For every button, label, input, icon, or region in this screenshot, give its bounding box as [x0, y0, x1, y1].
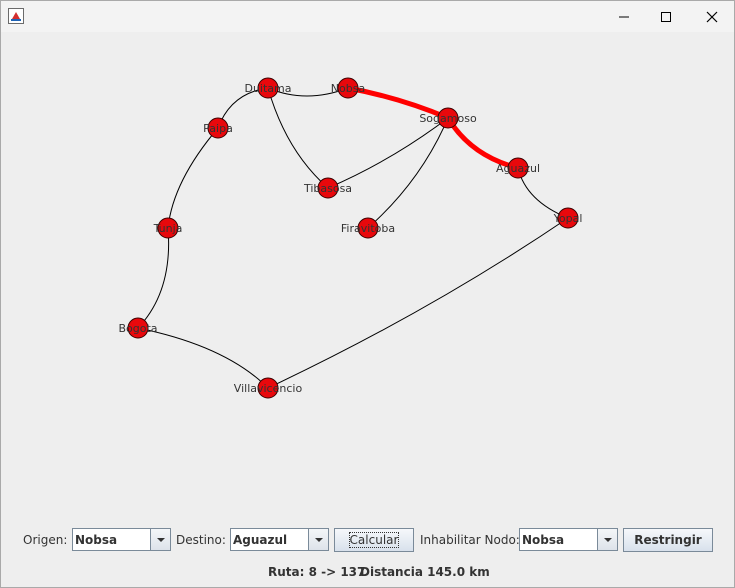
node-label: Firavitoba [341, 222, 395, 235]
node-aguazul[interactable]: Aguazul [496, 157, 540, 179]
java-app-icon [8, 8, 24, 24]
maximize-button[interactable] [643, 1, 689, 32]
chevron-down-icon[interactable] [150, 529, 170, 550]
minimize-button[interactable] [601, 1, 647, 32]
node-paipa[interactable]: Paipa [203, 117, 233, 139]
node-tibasosa[interactable]: Tibasosa [303, 177, 352, 199]
node-label: Villavicencio [234, 382, 303, 395]
inhabilitar-value: Nobsa [522, 533, 565, 547]
edge-sogamoso-tibasosa [327, 117, 449, 189]
origen-label: Origen: [23, 533, 68, 547]
restringir-button[interactable]: Restringir [623, 528, 713, 552]
edge-paipa-tunja [167, 127, 219, 229]
destino-value: Aguazul [233, 533, 288, 547]
destino-select[interactable]: Aguazul [230, 528, 329, 551]
node-label: Aguazul [496, 162, 540, 175]
node-bogota[interactable]: Bogota [118, 317, 158, 339]
edge-villavicencio-yopal [267, 217, 569, 389]
node-label: Sogamoso [419, 112, 477, 125]
focus-ring [349, 532, 399, 548]
inhabilitar-label: Inhabilitar Nodo: [420, 533, 520, 547]
route-path [345, 85, 521, 171]
graph-nodes: Duitama Nobsa Paipa Sogamoso Aguazul [118, 77, 583, 399]
maximize-icon [661, 11, 671, 22]
edge-tunja-bogota [137, 227, 170, 329]
node-label: Tibasosa [303, 182, 352, 195]
distance-status: Distancia 145.0 km [360, 565, 490, 579]
node-label: Paipa [203, 122, 233, 135]
node-yopal[interactable]: Yopal [553, 207, 583, 229]
destino-label: Destino: [176, 533, 226, 547]
edge-aguazul-yopal [517, 167, 569, 219]
close-button[interactable] [689, 1, 735, 32]
title-bar[interactable] [1, 1, 734, 32]
graph-canvas: Duitama Nobsa Paipa Sogamoso Aguazul [118, 77, 583, 399]
close-icon [706, 11, 718, 22]
origen-value: Nobsa [75, 533, 118, 547]
node-duitama[interactable]: Duitama [244, 77, 292, 99]
node-villavicencio[interactable]: Villavicencio [234, 377, 303, 399]
minimize-icon [619, 16, 629, 17]
route-edge-sogamoso-aguazul [445, 115, 521, 171]
graph-panel: Duitama Nobsa Paipa Sogamoso Aguazul [1, 32, 734, 512]
route-edge-nobsa-sogamoso [345, 85, 451, 121]
node-firavitoba[interactable]: Firavitoba [341, 217, 395, 239]
node-nobsa[interactable]: Nobsa [331, 77, 365, 99]
node-label: Bogota [118, 322, 157, 335]
node-label: Yopal [553, 212, 583, 225]
node-label: Nobsa [331, 82, 365, 95]
chevron-down-icon[interactable] [308, 529, 328, 550]
edge-bogota-villavicencio [137, 327, 269, 389]
edge-sogamoso-firavitoba [367, 117, 449, 229]
node-label: Duitama [244, 82, 291, 95]
origen-select[interactable]: Nobsa [72, 528, 171, 551]
edge-duitama-tibasosa [267, 87, 329, 189]
inhabilitar-select[interactable]: Nobsa [519, 528, 618, 551]
chevron-down-icon[interactable] [597, 529, 617, 550]
route-status: Ruta: 8 -> 137 [268, 565, 366, 579]
controls-bar: Origen: Nobsa Destino: Aguazul Calcular … [1, 521, 734, 561]
calcular-label: Calcular [349, 533, 399, 547]
node-tunja[interactable]: Tunja [153, 217, 183, 239]
node-sogamoso[interactable]: Sogamoso [419, 107, 477, 129]
restringir-label: Restringir [634, 533, 702, 547]
node-label: Tunja [153, 222, 183, 235]
calcular-button[interactable]: Calcular [334, 528, 414, 552]
